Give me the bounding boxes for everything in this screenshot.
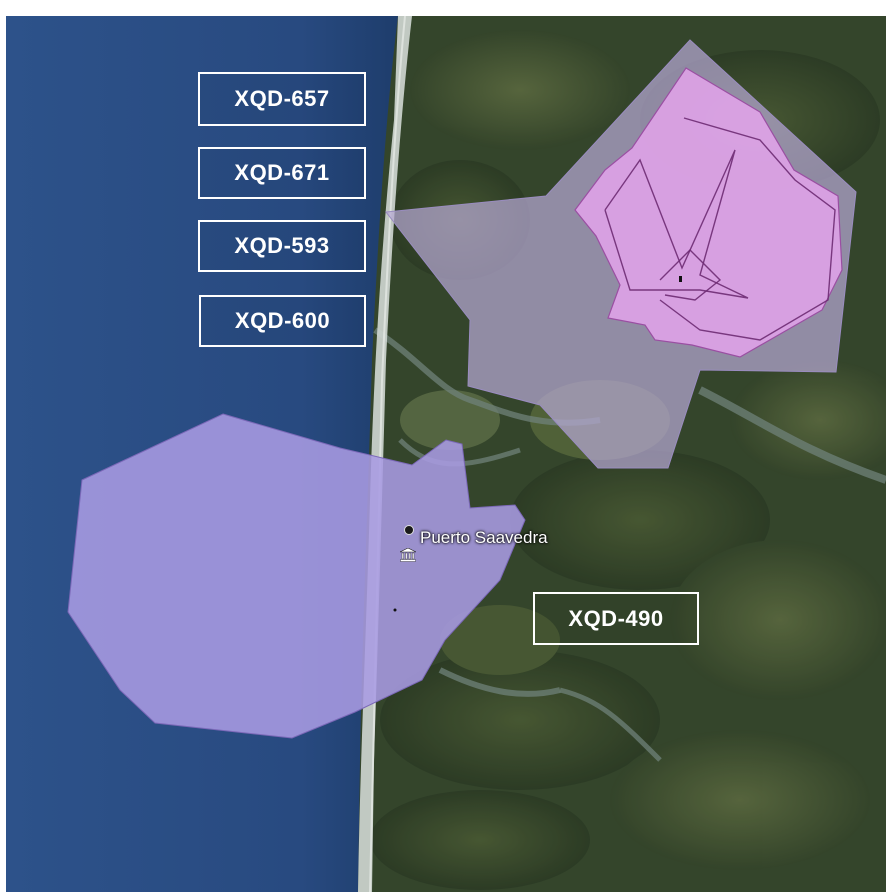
zone-label-490[interactable]: XQD-490: [533, 592, 699, 645]
place-pin-icon[interactable]: [404, 525, 414, 535]
zone-polygon-671[interactable]: [574, 67, 843, 358]
survey-point-marker: [393, 608, 397, 612]
zone-centroid-marker: [679, 276, 682, 282]
zone-label-657[interactable]: XQD-657: [198, 72, 366, 126]
zone-label-671[interactable]: XQD-671: [198, 147, 366, 199]
zone-outlines-657-600: [604, 117, 836, 341]
river-channels: [373, 327, 886, 762]
forest-texture: [370, 30, 886, 890]
zone-label-593[interactable]: XQD-593: [198, 220, 366, 272]
zone-polygon-490[interactable]: [67, 413, 526, 739]
place-label-puerto-saavedra[interactable]: Puerto Saavedra: [420, 528, 548, 547]
museum-icon[interactable]: [400, 548, 416, 562]
zone-label-600[interactable]: XQD-600: [199, 295, 366, 347]
